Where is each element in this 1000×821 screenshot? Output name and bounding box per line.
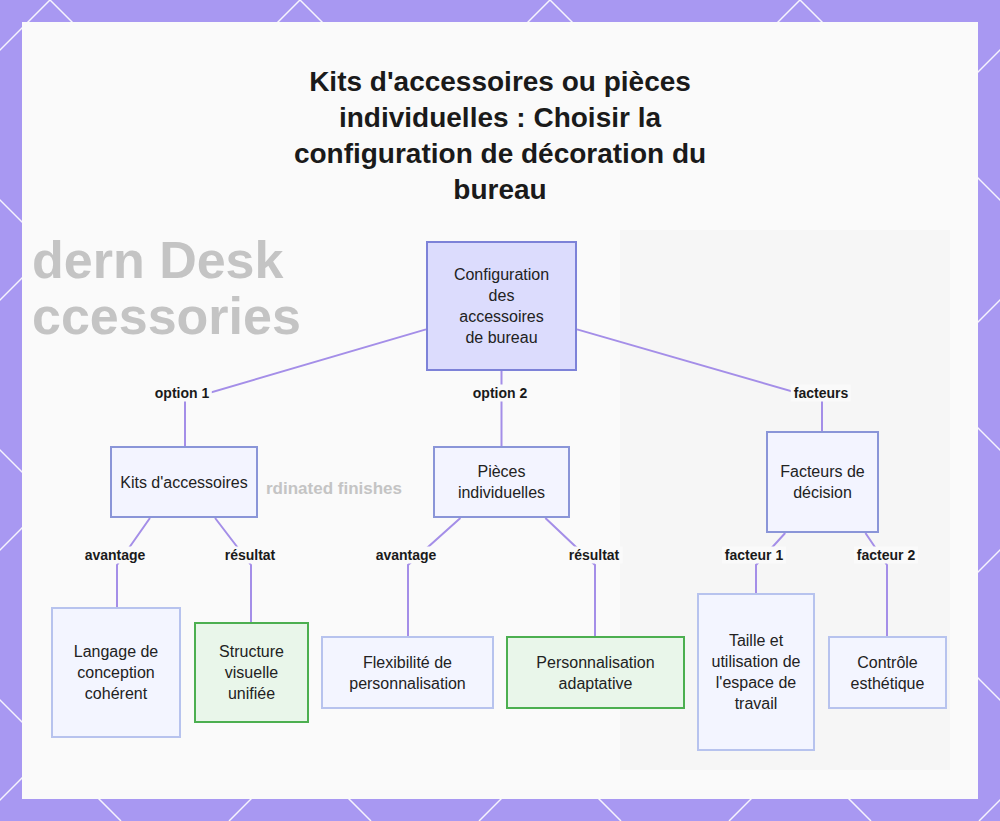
leaf-box: Flexibilité de personnalisation	[321, 636, 494, 709]
box-text: Structure visuelle unifiée	[204, 641, 299, 704]
branch-box: Kits d'accessoires	[110, 446, 258, 518]
leaf-box: Langage de conception cohérent	[51, 607, 181, 738]
edge-label: avantage	[82, 547, 149, 564]
edge-label: résultat	[566, 547, 623, 564]
edge-label: facteur 2	[854, 547, 918, 564]
decor-line	[979, 0, 1000, 821]
connector	[215, 518, 251, 622]
branch-box: Pièces individuelles	[433, 446, 570, 518]
edge-label: option 2	[470, 385, 530, 402]
edge-label: facteurs	[791, 385, 851, 402]
branch-box: Facteurs de décision	[766, 431, 879, 533]
leaf-box: Contrôle esthétique	[828, 636, 947, 709]
leaf-box: Personnalisation adaptative	[506, 636, 685, 709]
edge-label: résultat	[222, 547, 279, 564]
watermark-text: ccessories	[32, 288, 301, 344]
connector	[408, 518, 460, 636]
box-text: Pièces individuelles	[443, 461, 560, 503]
white-panel	[22, 22, 978, 799]
box-text: Langage de conception cohérent	[71, 641, 161, 704]
watermark-text: rdinated finishes	[266, 478, 402, 499]
box-text: Personnalisation adaptative	[516, 652, 675, 694]
box-text: Kits d'accessoires	[120, 472, 248, 493]
leaf-box: Structure visuelle unifiée	[194, 622, 309, 723]
connector	[185, 329, 426, 446]
root-box: Configuration des accessoires de bureau	[426, 241, 577, 371]
watermark-text: dern Desk	[32, 232, 283, 288]
box-text: Configuration des accessoires de bureau	[452, 264, 552, 348]
connector	[545, 518, 595, 636]
box-text: Contrôle esthétique	[838, 652, 937, 694]
box-text: Flexibilité de personnalisation	[331, 652, 484, 694]
box-text: Taille et utilisation de l'espace de tra…	[707, 630, 805, 714]
box-text: Facteurs de décision	[776, 461, 869, 503]
connector	[577, 329, 822, 431]
edge-label: option 1	[152, 385, 212, 402]
connector	[501, 371, 503, 446]
edge-label: facteur 1	[722, 547, 786, 564]
diagram-title: Kits d'accessoires ou pièces individuell…	[265, 64, 735, 208]
leaf-box: Taille et utilisation de l'espace de tra…	[697, 593, 815, 751]
edge-label: avantage	[373, 547, 440, 564]
